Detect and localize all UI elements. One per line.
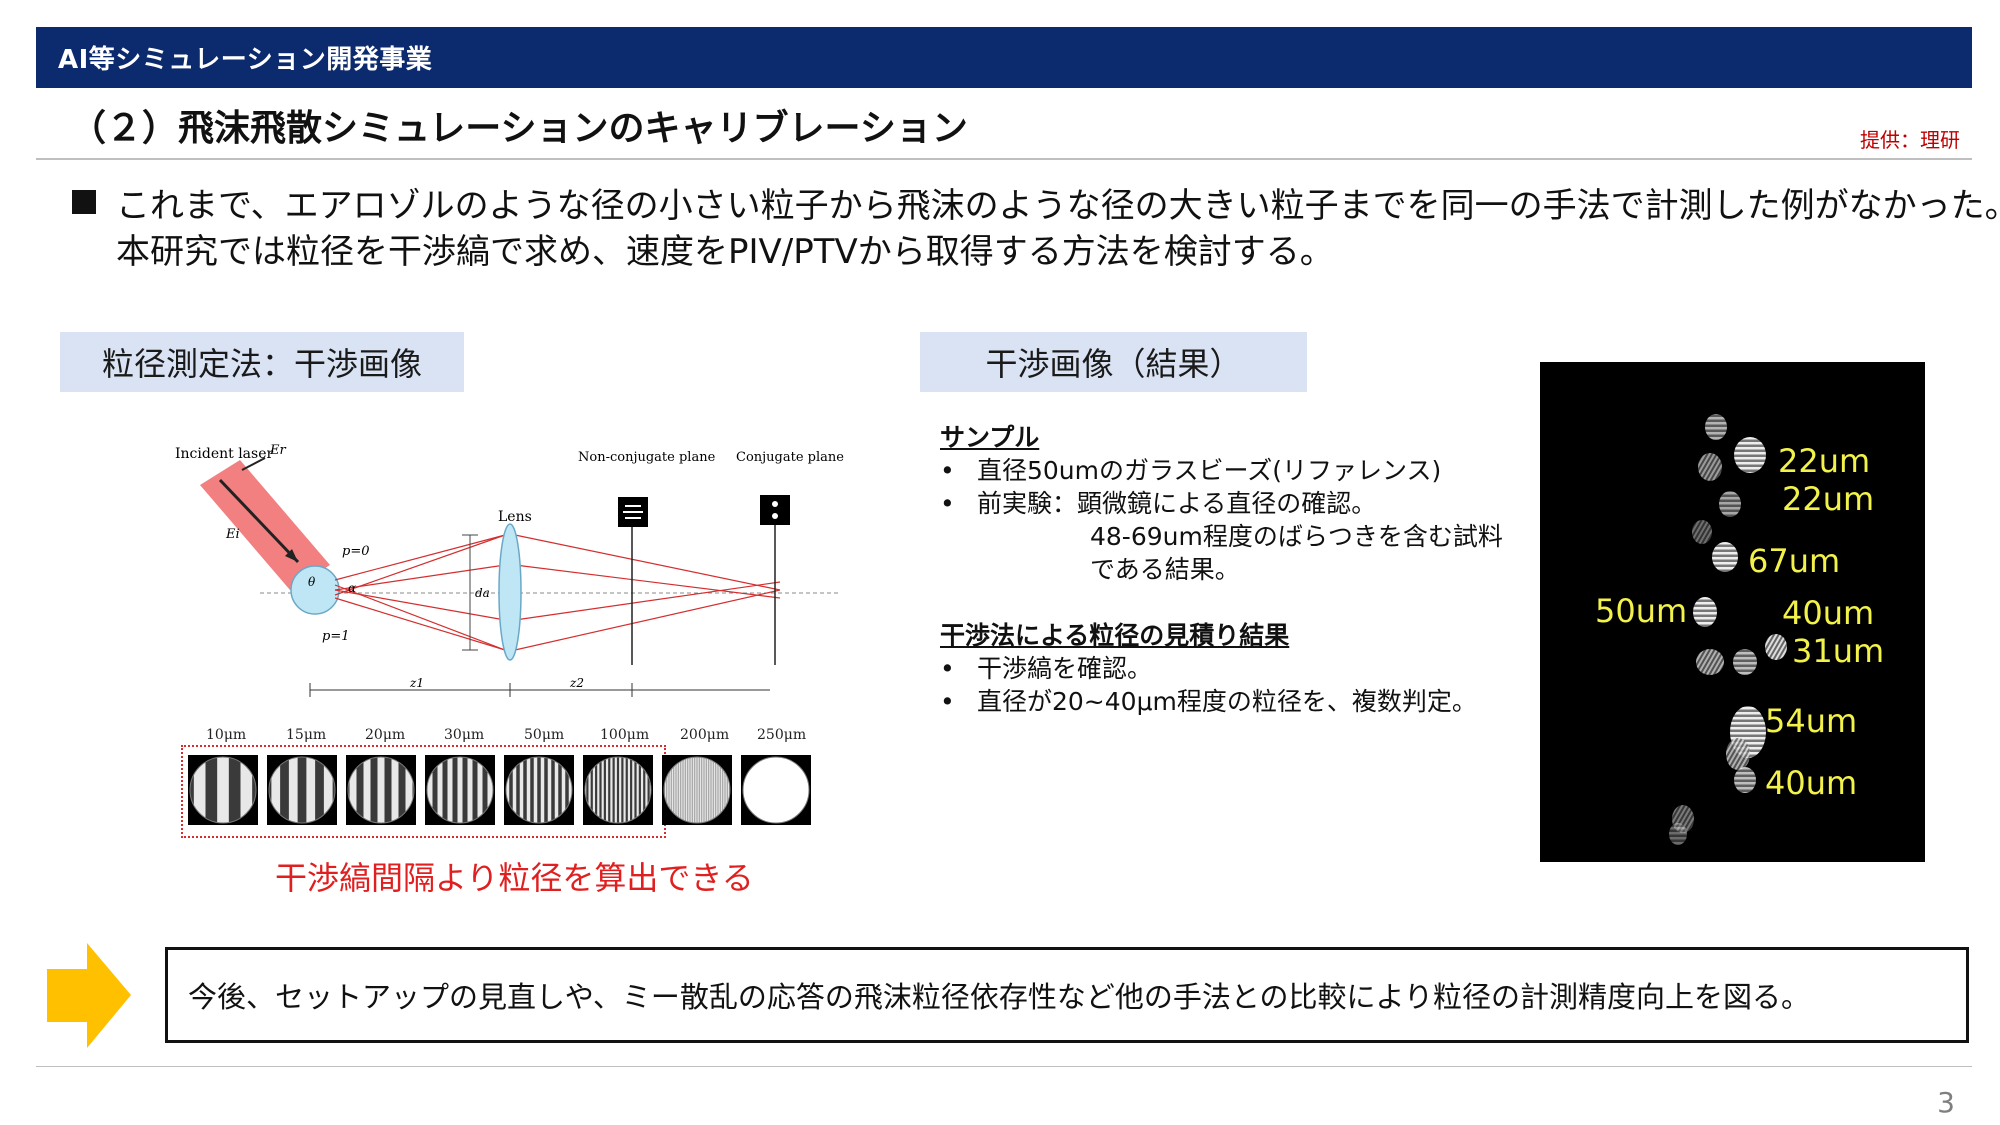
bullet-dot: •: [940, 489, 955, 518]
particle-size-label: 22um: [1782, 480, 1875, 518]
fringe-size-label: 100μm: [600, 727, 650, 743]
interference-photo: 22um 22um 67um 50um 40um 31um 54um 40um: [1540, 362, 1925, 862]
particle-blobs: [1669, 414, 1787, 845]
theta-label: θ: [308, 575, 316, 589]
right-arrow-icon: [47, 943, 131, 1048]
ei-label: Ei: [225, 527, 240, 542]
er-arrow: [241, 457, 266, 471]
droplet-icon: [290, 565, 340, 615]
footer-divider: [36, 1066, 1972, 1067]
fringe-size-label: 30μm: [444, 727, 485, 743]
fringe-pattern-image: [425, 755, 495, 825]
sample-item-continuation: である結果。: [1090, 555, 1240, 584]
particle-size-label: 22um: [1778, 442, 1871, 480]
bullet-dot: •: [940, 654, 955, 683]
fringe-caption: 干渉縞間隔より粒径を算出できる: [275, 859, 754, 897]
method-label-text: 粒径測定法：干渉画像: [101, 345, 422, 383]
estimate-item: •干渉縞を確認。: [940, 654, 1153, 683]
intro-text-line-2: 本研究では粒径を干渉縞で求め、速度をPIV/PTVから取得する方法を検討する。: [116, 232, 1334, 272]
particle-size-label: 50um: [1595, 592, 1688, 630]
results-text: サンプル •直径50umのガラスビーズ(リファレンス) •前実験：顕微鏡による直…: [940, 421, 1503, 718]
slide-title: （２）飛沫飛散シミュレーションのキャリブレーション: [70, 108, 968, 149]
sample-heading: サンプル: [940, 423, 1040, 452]
lens-icon: [498, 523, 522, 661]
optical-setup-diagram: Incident laser Er Ei Lens p=0 p=1 θ α da…: [175, 443, 844, 697]
particle-size-label: 40um: [1765, 764, 1858, 802]
fringe-size-label: 15μm: [286, 727, 327, 743]
sample-item: •前実験：顕微鏡による直径の確認。: [940, 489, 1377, 518]
intro-text-line-1: これまで、エアロゾルのような径の小さい粒子から飛沫のような径の大きい粒子までを同…: [116, 186, 2000, 226]
alpha-label: α: [348, 581, 356, 595]
p1-label: p=1: [322, 629, 350, 644]
conclusion-box: 今後、セットアップの見直しや、ミー散乱の応答の飛沫粒径依存性など他の手法との比較…: [165, 947, 1969, 1043]
er-label: Er: [269, 443, 286, 458]
particle-size-label: 67um: [1748, 542, 1841, 580]
z1-label: z1: [409, 676, 424, 690]
beam-arrowhead-icon: [285, 549, 298, 562]
fringe-size-label: 250μm: [757, 727, 807, 743]
z2-label: z2: [569, 676, 584, 690]
estimate-item: •直径が20~40μm程度の粒径を、複数判定。: [940, 687, 1477, 716]
square-bullet-icon: [72, 190, 96, 214]
source-credit: 提供：理研: [1860, 128, 1960, 152]
fringe-pattern-image: [662, 755, 732, 825]
bullet-dot: •: [940, 456, 955, 485]
header-bar: [36, 27, 1972, 88]
particle-size-label: 31um: [1792, 632, 1885, 670]
fringe-pattern-image: [741, 755, 811, 825]
sample-item-continuation: 48-69um程度のばらつきを含む試料: [1090, 522, 1503, 551]
conjugate-image-icon: [760, 495, 790, 525]
fringe-size-label: 10μm: [206, 727, 247, 743]
aperture-diameter-label: da: [475, 586, 490, 600]
non-conjugate-plane-label: Non-conjugate plane: [578, 450, 716, 465]
title-divider: [36, 158, 1972, 160]
polarization-arrow: [218, 478, 300, 564]
particle-size-label: 40um: [1782, 594, 1875, 632]
fringe-size-label: 20μm: [365, 727, 406, 743]
fringe-pattern-image: [504, 755, 574, 825]
result-label: 干渉画像（結果）: [920, 332, 1307, 392]
lens-label: Lens: [498, 509, 532, 525]
scattered-rays: [334, 534, 781, 651]
conjugate-plane-label: Conjugate plane: [736, 450, 844, 465]
page-number: 3: [1937, 1086, 1955, 1119]
fringe-size-label: 200μm: [680, 727, 730, 743]
section-title: AI等シミュレーション開発事業: [58, 45, 433, 75]
fringe-pattern-image: [346, 755, 416, 825]
fringe-pattern-image: [188, 755, 258, 825]
fringe-pattern-image: [583, 755, 653, 825]
incident-laser-label: Incident laser: [175, 446, 273, 462]
fringe-size-label: 50μm: [524, 727, 565, 743]
method-label: 粒径測定法：干渉画像: [60, 332, 464, 392]
fringe-pattern-image: [267, 755, 337, 825]
p0-label: p=0: [342, 544, 370, 559]
conclusion-text: 今後、セットアップの見直しや、ミー散乱の応答の飛沫粒径依存性など他の手法との比較…: [188, 980, 1810, 1014]
particle-size-label: 54um: [1765, 702, 1858, 740]
result-label-text: 干渉画像（結果）: [985, 345, 1242, 383]
sample-item: •直径50umのガラスビーズ(リファレンス): [940, 456, 1442, 485]
estimate-heading: 干渉法による粒径の見積り結果: [940, 621, 1290, 650]
bullet-dot: •: [940, 687, 955, 716]
